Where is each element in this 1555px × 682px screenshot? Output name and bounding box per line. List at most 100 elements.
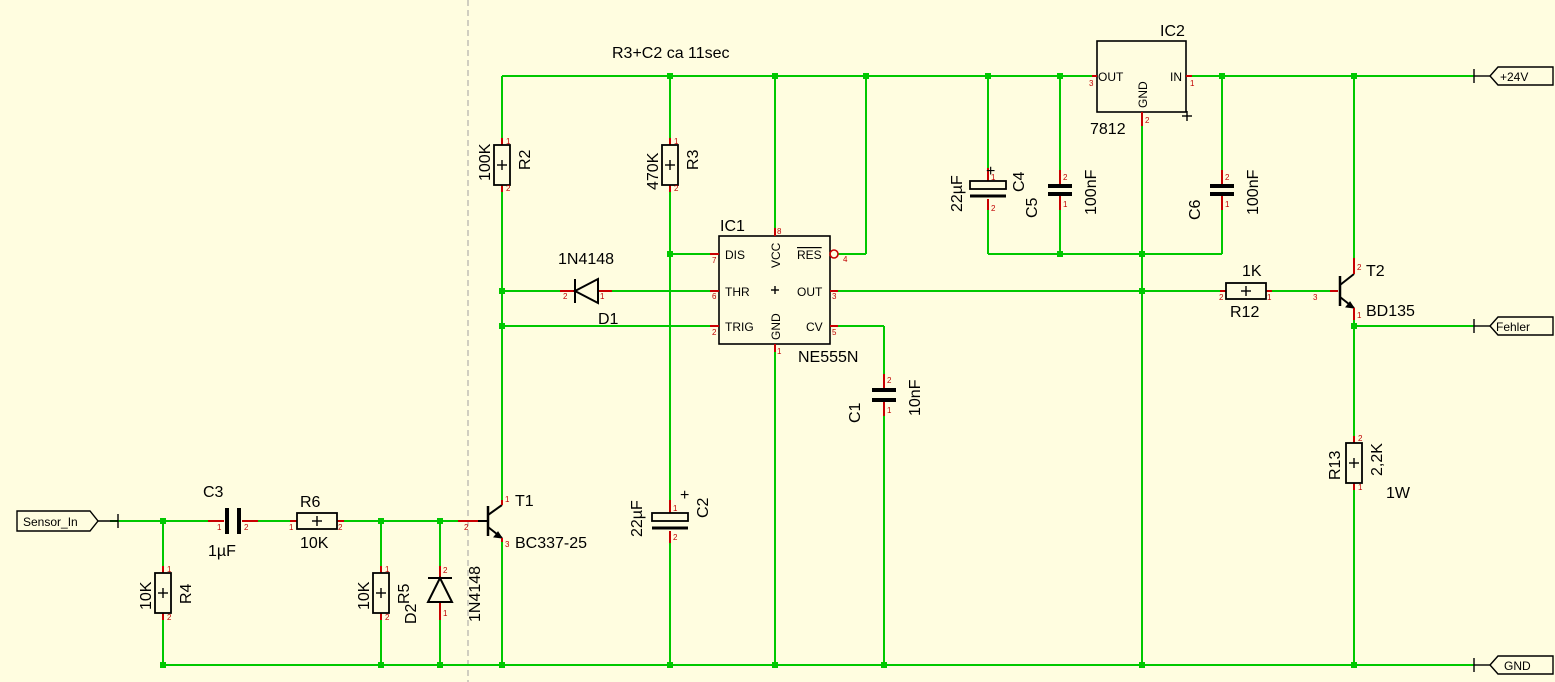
- t1-ref: T1: [515, 493, 534, 510]
- ic2-pin-in: IN: [1170, 70, 1182, 84]
- r6-pin-1: 1: [289, 523, 294, 532]
- ic1-pin-trig: TRIG: [725, 320, 754, 334]
- r3-ref: R3: [685, 149, 702, 170]
- c5-pin-2: 2: [1063, 173, 1068, 182]
- ic1-ne555[interactable]: IC1 NE555N DIS THR TRIG RES OUT CV VCC G…: [710, 218, 858, 366]
- t2-pin-1: 1: [1357, 311, 1362, 320]
- d1-pin-2: 2: [563, 292, 568, 301]
- ic1-pin-num-7: 7: [712, 256, 717, 265]
- ic1-pin-num-4: 4: [843, 255, 848, 264]
- resistor-r13[interactable]: 2 1 R13 2,2K 1W: [1327, 434, 1411, 502]
- transistor-t1[interactable]: 1 2 3 T1 BC337-25: [458, 493, 587, 552]
- port-24v[interactable]: +24V: [1473, 66, 1554, 86]
- r13-ref: R13: [1327, 451, 1344, 480]
- diode-d2[interactable]: 2 1 D2 1N4148: [403, 566, 484, 624]
- junctions: [160, 73, 1357, 668]
- r2-pin-1: 1: [506, 137, 511, 146]
- d1-value: 1N4148: [558, 251, 614, 268]
- timing-note: R3+C2 ca 11sec: [612, 45, 730, 62]
- r3-value: 470K: [645, 152, 662, 190]
- c3-ref: C3: [203, 484, 224, 501]
- d2-ref: D2: [403, 603, 420, 624]
- c3-pin-2: 2: [244, 523, 249, 532]
- transistor-t2[interactable]: 2 3 1 T2 BD135: [1313, 258, 1415, 320]
- port-fehler[interactable]: Fehler: [1473, 316, 1554, 336]
- c4-pin-2: 2: [991, 204, 996, 213]
- d1-pin-1: 1: [600, 292, 605, 301]
- c4-ref: C4: [1011, 171, 1028, 192]
- resistor-r2[interactable]: 1 2 100K R2: [477, 137, 534, 193]
- r12-value: 1K: [1242, 263, 1262, 280]
- port-gnd-label: GND: [1504, 659, 1531, 673]
- resistor-r3[interactable]: 1 2 470K R3: [645, 137, 702, 193]
- c6-ref: C6: [1187, 199, 1204, 220]
- ic1-pin-num-2: 2: [712, 328, 717, 337]
- c2-pin-2: 2: [673, 533, 678, 542]
- t2-pin-3: 3: [1313, 293, 1318, 302]
- d2-value: 1N4148: [467, 566, 484, 622]
- c3-value: 1µF: [208, 543, 236, 560]
- ic1-pin-vcc: VCC: [769, 242, 783, 268]
- t1-pin-2: 2: [464, 523, 469, 532]
- ic1-pin-num-8: 8: [777, 227, 782, 236]
- ic1-value: NE555N: [798, 349, 858, 366]
- port-sensor-in[interactable]: Sensor_In: [16, 510, 119, 532]
- capacitor-c2[interactable]: + 1 2 22µF C2: [629, 487, 712, 543]
- r13-power: 1W: [1386, 485, 1411, 502]
- r2-pin-2: 2: [506, 184, 511, 193]
- ic1-pin-num-5: 5: [832, 328, 837, 337]
- diode-d1[interactable]: 2 1 1N4148 D1: [558, 251, 619, 328]
- r12-pin-1: 1: [1267, 293, 1272, 302]
- ic2-pin-num-2: 2: [1145, 116, 1150, 125]
- ic2-pin-gnd: GND: [1136, 81, 1150, 108]
- ic2-ref: IC2: [1160, 23, 1185, 40]
- c6-pin-1: 1: [1225, 200, 1230, 209]
- resistor-r5[interactable]: 1 2 10K R5: [356, 565, 413, 622]
- ic1-pin-num-6: 6: [712, 292, 717, 301]
- resistor-r12[interactable]: 2 1 1K R12: [1219, 263, 1272, 321]
- ic1-pin-cv: CV: [806, 320, 823, 334]
- c4-plus-sign: +: [986, 163, 995, 180]
- t2-value: BD135: [1366, 303, 1415, 320]
- c1-pin-1: 1: [887, 406, 892, 415]
- r6-ref: R6: [300, 494, 321, 511]
- r4-value: 10K: [138, 581, 155, 610]
- c1-pin-2: 2: [887, 376, 892, 385]
- c2-ref: C2: [695, 497, 712, 518]
- capacitor-c5[interactable]: 2 1 C5 100nF: [1024, 169, 1100, 218]
- capacitor-c3[interactable]: 1 2 C3 1µF: [203, 484, 258, 560]
- reset-bubble: [829, 249, 839, 259]
- c2-plus-sign: +: [680, 487, 689, 504]
- r12-ref: R12: [1230, 304, 1259, 321]
- c4-value: 22µF: [949, 175, 966, 212]
- ic1-pin-num-3: 3: [832, 292, 837, 301]
- capacitor-c4[interactable]: + 1 2 22µF C4: [949, 163, 1028, 213]
- port-gnd[interactable]: GND: [1473, 655, 1554, 675]
- ic2-value: 7812: [1090, 121, 1126, 138]
- resistor-r6[interactable]: 1 2 R6 10K: [289, 494, 344, 552]
- r5-pin-2: 2: [385, 613, 390, 622]
- c1-ref: C1: [847, 402, 864, 423]
- c5-value: 100nF: [1083, 169, 1100, 215]
- port-fehler-label: Fehler: [1496, 320, 1530, 334]
- port-24v-label: +24V: [1500, 70, 1528, 84]
- wires: [110, 75, 1474, 666]
- ic2-7812[interactable]: IC2 7812 OUT IN GND 3 1 2: [1089, 23, 1195, 138]
- d1-ref: D1: [598, 311, 619, 328]
- port-sensor-in-label: Sensor_In: [23, 515, 78, 529]
- capacitor-c6[interactable]: 2 1 C6 100nF: [1187, 169, 1262, 220]
- r12-pin-2: 2: [1219, 293, 1224, 302]
- ic2-pin-num-3: 3: [1089, 79, 1094, 88]
- r5-ref: R5: [396, 583, 413, 604]
- r4-pin-1: 1: [167, 565, 172, 574]
- c1-value: 10nF: [907, 379, 924, 416]
- d2-pin-2: 2: [443, 566, 448, 575]
- resistor-r4[interactable]: 1 2 10K R4: [138, 565, 195, 622]
- r4-ref: R4: [178, 583, 195, 604]
- capacitor-c1[interactable]: 2 1 C1 10nF: [847, 374, 924, 423]
- r6-pin-2: 2: [338, 523, 343, 532]
- r13-pin-1: 1: [1358, 483, 1363, 492]
- c5-ref: C5: [1024, 197, 1041, 218]
- ic2-pin-num-1: 1: [1190, 79, 1195, 88]
